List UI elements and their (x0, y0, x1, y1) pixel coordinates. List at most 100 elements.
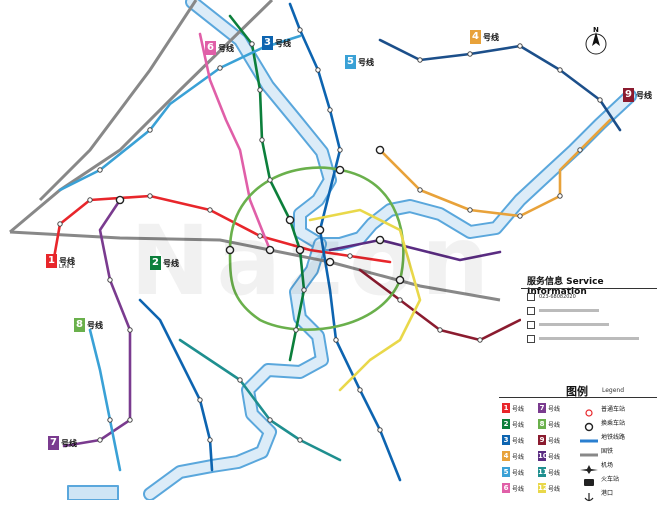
legend-line-number: 6 (502, 483, 510, 493)
service-row-phone: 023-68082020 (527, 292, 576, 301)
legend-line-number: 5 (502, 467, 510, 477)
map-label-line-3[interactable]: 3 号线 (262, 36, 291, 50)
transfer-icon (579, 417, 599, 432)
legend-railway-symbol: 国铁 (579, 445, 614, 457)
service-text (539, 323, 609, 326)
river (67, 0, 637, 500)
legend-line-label: 号线 (548, 453, 561, 461)
port-icon (579, 487, 599, 502)
legend-line-label: 号线 (512, 421, 525, 429)
line-extra2-path (138, 298, 214, 472)
line-2-path (228, 14, 306, 362)
service-info-panel: 服务信息 Service Information 023-68082020 (521, 266, 657, 350)
line-label: 号线 (87, 320, 103, 330)
web-icon (527, 306, 535, 315)
line-number: 2 (150, 256, 161, 270)
legend-airport-symbol: 机场 (579, 459, 613, 474)
legend-line-label: 号线 (512, 405, 525, 413)
line-loop-path (228, 166, 405, 331)
line-11-path (178, 338, 342, 462)
line-label: 号线 (163, 258, 179, 268)
service-info-title: 服务信息 Service Information (527, 277, 604, 297)
legend-line-number: 4 (502, 451, 510, 461)
legend-symbol-label: 换乘车站 (601, 419, 626, 427)
notice-icon (527, 334, 535, 343)
map-label-line-7[interactable]: 7 号线 (48, 436, 77, 450)
line-number: 7 (48, 436, 59, 450)
phone-icon (527, 292, 535, 301)
service-row-ticket (527, 320, 609, 329)
legend-symbol-label: 普通车站 (601, 405, 626, 413)
legend-line-label: 号线 (548, 469, 561, 477)
watermark: Nazon (130, 205, 496, 317)
stations (57, 27, 603, 443)
line-number: 1 (46, 254, 57, 268)
compass: N (584, 26, 608, 56)
map-label-line-2[interactable]: 2 号线 (150, 256, 179, 270)
service-text (539, 337, 639, 340)
map-label-line-4[interactable]: 4 号线 (470, 30, 499, 44)
line-label: 号线 (636, 90, 652, 100)
line-3-path (288, 2, 402, 482)
legend-line-label: 号线 (512, 469, 525, 477)
service-text (539, 309, 599, 312)
service-row-notice (527, 334, 639, 343)
line-label: 号线 (275, 38, 291, 48)
legend-line-label: 号线 (512, 453, 525, 461)
legend-line-number: 2 (502, 419, 510, 429)
map-label-line-9[interactable]: 9 号线 (623, 88, 652, 102)
north-arrow-icon (585, 32, 607, 55)
legend-station-symbol: 普通车站 (579, 403, 626, 417)
line-12-path (308, 208, 422, 392)
line-number: 4 (470, 30, 481, 44)
service-phone: 023-68082020 (539, 293, 576, 300)
line-4-path (378, 118, 612, 218)
metro-line-icon (579, 431, 599, 443)
line-8-path (198, 32, 272, 252)
transfer-stations (115, 145, 405, 285)
legend-symbol-label: 国铁 (601, 447, 614, 455)
legend-line-number: 12 (538, 483, 548, 493)
legend-train-station-symbol: 火车站 (579, 473, 620, 486)
map-label-line-6[interactable]: 6 号线 (205, 41, 234, 55)
legend-port-symbol: 港口 (579, 487, 613, 502)
ticket-icon (527, 320, 535, 329)
line-label: 号线 (483, 32, 499, 42)
legend-title: 图例 (566, 385, 588, 398)
legend-line-number: 1 (502, 403, 510, 413)
divider (521, 288, 657, 289)
map-label-line-1[interactable]: 1 号线 Line 1 (46, 254, 75, 270)
line-number: 8 (74, 318, 85, 332)
line-label: 号线 (218, 43, 234, 53)
airport-icon (579, 459, 599, 474)
line-label: 号线 (61, 438, 77, 448)
line-10-path (328, 238, 502, 262)
legend-line-label: 号线 (512, 437, 525, 445)
line-label: 号线 (59, 256, 75, 266)
line-english: Line 1 (59, 264, 75, 270)
legend-line-label: 号线 (548, 405, 561, 413)
line-extra-path (88, 328, 122, 472)
legend-metro-line-symbol: 地铁线路 (579, 431, 625, 443)
service-row-web (527, 306, 599, 315)
legend-line-number: 8 (538, 419, 546, 429)
line-number: 3 (262, 36, 273, 50)
legend-line-number: 10 (538, 451, 548, 461)
legend-line-label: 号线 (548, 437, 561, 445)
line-number: 5 (345, 55, 356, 69)
map-label-line-8[interactable]: 8 号线 (74, 318, 103, 332)
map-label-line-5[interactable]: 5 号线 (345, 55, 374, 69)
legend-symbol-label: 火车站 (601, 475, 620, 483)
railway-icon (579, 445, 599, 457)
legend-line-label: 号线 (548, 421, 561, 429)
